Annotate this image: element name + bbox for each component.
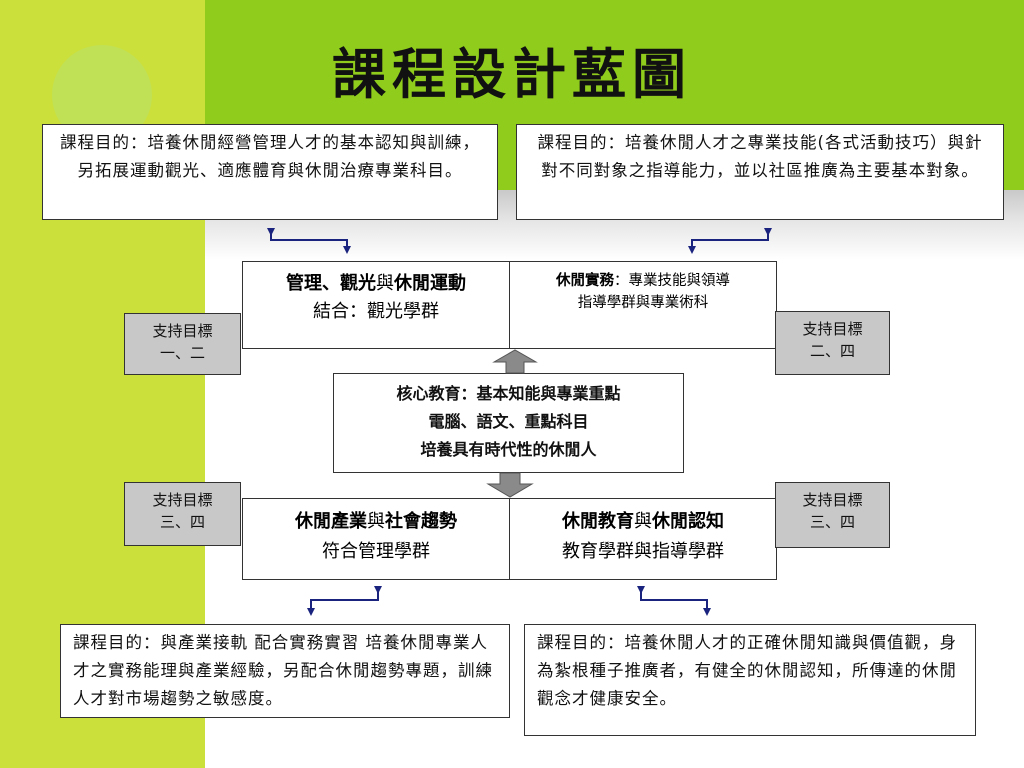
goal-text: 課程目的：培養休閒人才之專業技能(各式活動技巧）與針對不同對象之指導能力，並以社… <box>537 133 983 180</box>
support-box-upper-right: 支持目標 二、四 <box>775 311 890 375</box>
goal-box-top-left: 課程目的：培養休閒經營管理人才的基本認知與訓練，另拓展運動觀光、適應體育與休閒治… <box>42 124 498 220</box>
support-targets: 三、四 <box>809 513 855 531</box>
slide-title: 課程設計藍圖 <box>332 43 692 106</box>
lower-right-line2: 教育學群與指導學群 <box>562 541 724 562</box>
support-targets: 三、四 <box>159 513 205 531</box>
connector-bottom-right <box>637 586 711 616</box>
support-label: 支持目標 <box>152 322 213 340</box>
goal-box-bottom-left: 課程目的：與產業接軌 配合實務實習 培養休閒專業人才之實務能理與產業經驗，另配合… <box>60 624 510 718</box>
upper-left-join: 與 <box>376 273 394 294</box>
lower-left-bold-2: 社會趨勢 <box>385 511 457 532</box>
upper-block: 管理、觀光與休閒運動 結合：觀光學群 休閒實務：專業技能與領導 指導學群與專業術… <box>242 261 777 349</box>
goal-text: 課程目的：培養休閒經營管理人才的基本認知與訓練，另拓展運動觀光、適應體育與休閒治… <box>60 133 480 180</box>
core-up-arrow <box>492 349 538 374</box>
support-label: 支持目標 <box>802 491 863 509</box>
upper-block-left: 管理、觀光與休閒運動 結合：觀光學群 <box>243 262 509 348</box>
core-line-1: 核心教育：基本知能與專業重點 <box>396 384 621 403</box>
lower-right-join: 與 <box>634 511 652 532</box>
support-box-lower-right: 支持目標 三、四 <box>775 482 890 548</box>
upper-right-line2: 指導學群與專業術科 <box>577 295 709 311</box>
upper-right-bold: 休閒實務 <box>556 273 614 289</box>
support-label: 支持目標 <box>152 491 213 509</box>
connector-bottom-left <box>307 586 382 616</box>
lower-right-bold-2: 休閒認知 <box>652 511 724 532</box>
upper-left-line2: 結合：觀光學群 <box>313 301 439 322</box>
goal-text: 課程目的：與產業接軌 配合實務實習 培養休閒專業人才之實務能理與產業經驗，另配合… <box>73 633 493 708</box>
support-box-lower-left: 支持目標 三、四 <box>124 482 241 546</box>
lower-left-bold-1: 休閒產業 <box>295 511 367 532</box>
support-targets: 二、四 <box>809 342 855 360</box>
lower-block-right: 休閒教育與休閒認知 教育學群與指導學群 <box>509 499 776 579</box>
upper-block-right: 休閒實務：專業技能與領導 指導學群與專業術科 <box>509 262 776 348</box>
lower-block-left: 休閒產業與社會趨勢 符合管理學群 <box>243 499 509 579</box>
goal-box-top-right: 課程目的：培養休閒人才之專業技能(各式活動技巧）與針對不同對象之指導能力，並以社… <box>516 124 1004 220</box>
support-label: 支持目標 <box>802 320 863 338</box>
lower-left-line2: 符合管理學群 <box>322 541 430 562</box>
upper-left-bold-1: 管理、觀光 <box>286 273 376 294</box>
lower-right-bold-1: 休閒教育 <box>562 511 634 532</box>
upper-right-rest: ：專業技能與領導 <box>614 273 730 289</box>
goal-text: 課程目的：培養休閒人才的正確休閒知識與價值觀，身為紮根種子推廣者，有健全的休閒認… <box>537 633 957 708</box>
core-down-arrow <box>486 472 534 498</box>
core-line-3: 培養具有時代性的休閒人 <box>420 440 597 459</box>
support-box-upper-left: 支持目標 一、二 <box>124 313 241 375</box>
upper-left-bold-2: 休閒運動 <box>394 273 466 294</box>
goal-box-bottom-right: 課程目的：培養休閒人才的正確休閒知識與價值觀，身為紮根種子推廣者，有健全的休閒認… <box>524 624 976 736</box>
support-targets: 一、二 <box>159 344 205 362</box>
lower-left-join: 與 <box>367 511 385 532</box>
core-education-box: 核心教育：基本知能與專業重點 電腦、語文、重點科目 培養具有時代性的休閒人 <box>333 373 684 473</box>
lower-block: 休閒產業與社會趨勢 符合管理學群 休閒教育與休閒認知 教育學群與指導學群 <box>242 498 777 580</box>
core-line-2: 電腦、語文、重點科目 <box>428 412 589 431</box>
